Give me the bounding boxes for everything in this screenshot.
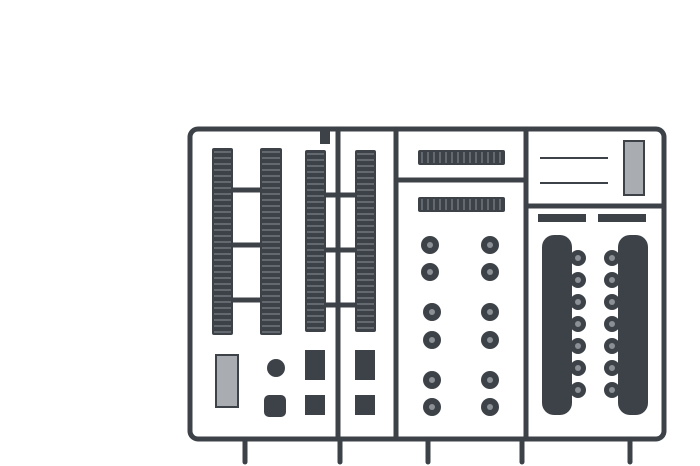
sprue-tab xyxy=(320,128,330,144)
gray-block-part xyxy=(215,354,239,408)
wheel-hub xyxy=(575,365,581,371)
wheel-hub xyxy=(429,337,435,343)
small-plate-part xyxy=(355,395,375,415)
track-strip xyxy=(305,150,326,332)
wheel-hub xyxy=(429,377,435,383)
wheel-hub xyxy=(609,321,615,327)
wheel-hub xyxy=(575,343,581,349)
small-bar-part xyxy=(538,214,586,222)
wheel-hub xyxy=(609,343,615,349)
wheel-hub xyxy=(487,309,493,315)
wheel-hub xyxy=(427,242,433,248)
bogie-assembly xyxy=(618,235,648,415)
small-plate-part xyxy=(305,395,325,415)
wheel-hub xyxy=(609,365,615,371)
sprue-frame xyxy=(187,126,667,465)
track-strips xyxy=(212,148,505,335)
wheel-hub xyxy=(487,377,493,383)
hatch-part xyxy=(264,395,286,417)
wheel-hub xyxy=(609,277,615,283)
wheel-hub xyxy=(487,242,493,248)
track-strip xyxy=(418,150,505,165)
wheel-hub xyxy=(575,321,581,327)
small-plate-part xyxy=(305,350,325,380)
wheel-hub xyxy=(609,299,615,305)
road-wheels xyxy=(421,235,648,416)
wheel-hub xyxy=(429,309,435,315)
bogie-assembly xyxy=(542,235,572,415)
round-part xyxy=(267,359,285,377)
wheel-hub xyxy=(609,387,615,393)
track-strip xyxy=(418,197,505,212)
wheel-hub xyxy=(575,277,581,283)
wheel-hub xyxy=(575,387,581,393)
wheel-hub xyxy=(609,255,615,261)
wheel-hub xyxy=(429,404,435,410)
small-plate-part xyxy=(355,350,375,380)
small-bar-part xyxy=(598,214,646,222)
wheel-hub xyxy=(487,269,493,275)
small-parts xyxy=(215,128,646,417)
track-strip xyxy=(355,150,376,332)
gray-panel-part xyxy=(623,140,645,196)
wheel-hub xyxy=(575,299,581,305)
wheel-hub xyxy=(427,269,433,275)
wheel-hub xyxy=(487,337,493,343)
wheel-hub xyxy=(487,404,493,410)
wheel-hub xyxy=(575,255,581,261)
